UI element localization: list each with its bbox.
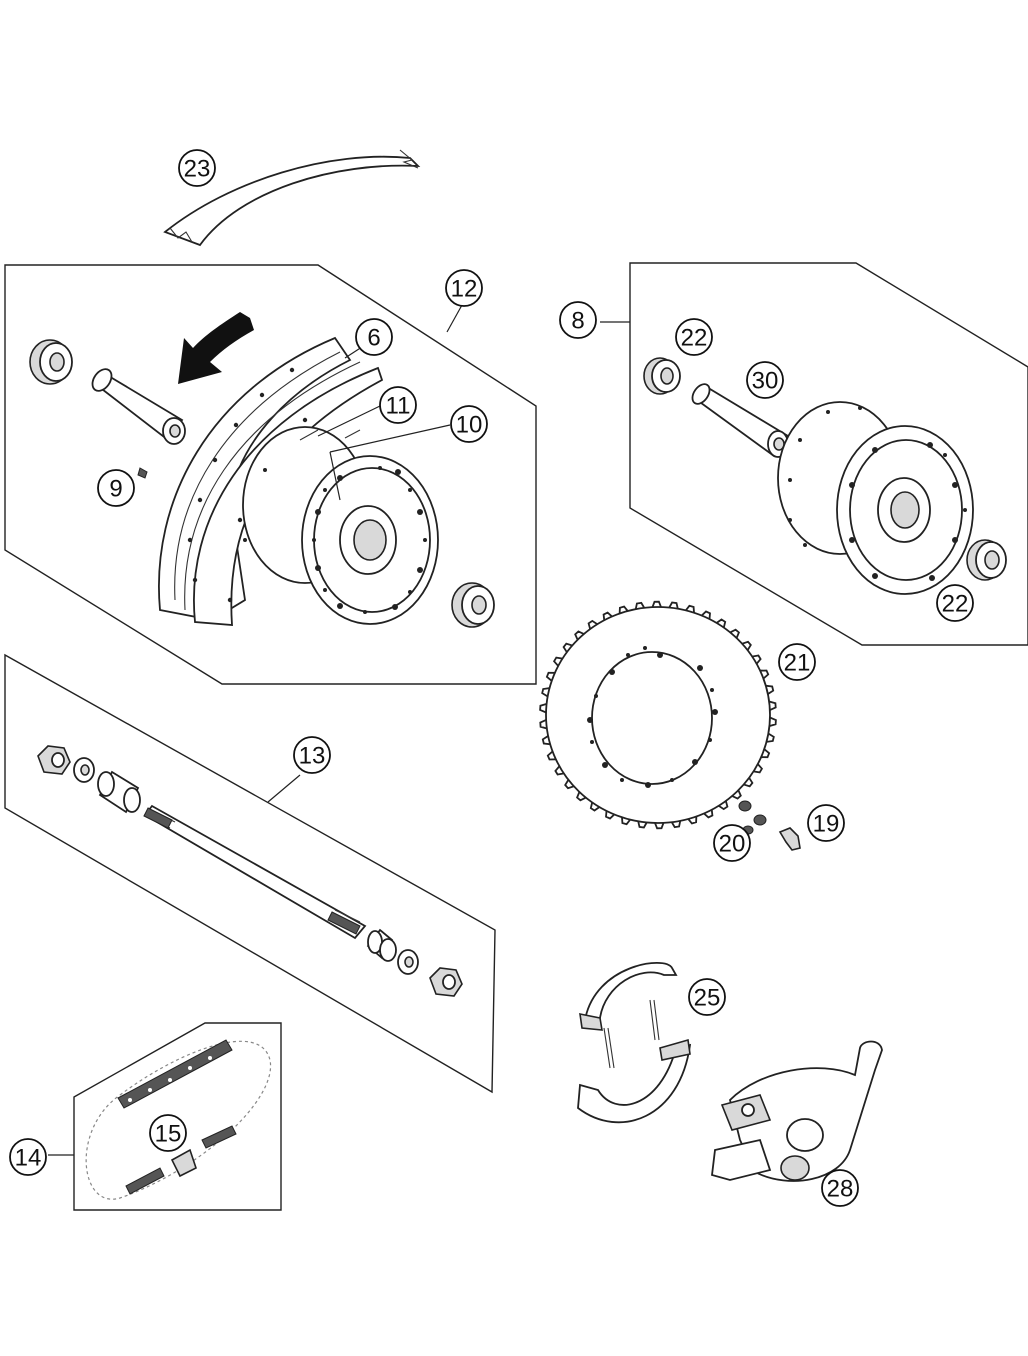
axle-frame xyxy=(4,653,496,1094)
sprocket-bolt xyxy=(778,827,801,851)
callout-11: 11 xyxy=(379,386,417,424)
svg-text:14: 14 xyxy=(15,1145,42,1172)
svg-text:30: 30 xyxy=(752,368,779,395)
callout-15: 15 xyxy=(149,1114,187,1152)
callout-28: 28 xyxy=(821,1169,859,1207)
callout-23: 23 xyxy=(178,149,216,187)
callout-14: 14 xyxy=(9,1138,47,1176)
brake-shoes xyxy=(577,962,692,1124)
svg-text:12: 12 xyxy=(451,276,478,303)
callout-20: 20 xyxy=(713,824,751,862)
svg-text:28: 28 xyxy=(827,1176,854,1203)
svg-text:22: 22 xyxy=(681,325,708,352)
chain-segment-bottom xyxy=(125,1167,165,1195)
master-link xyxy=(170,1148,197,1178)
callout-9: 9 xyxy=(97,469,135,507)
bearing-left xyxy=(29,339,73,385)
svg-text:22: 22 xyxy=(942,591,969,618)
chain-assembly xyxy=(48,1022,282,1211)
svg-text:19: 19 xyxy=(813,811,840,838)
callout-12: 12 xyxy=(445,269,483,307)
axle-nut-left xyxy=(37,745,71,775)
chain-segment-top xyxy=(117,1039,233,1109)
svg-text:23: 23 xyxy=(184,156,211,183)
svg-text:6: 6 xyxy=(367,325,380,352)
spacer-tube xyxy=(91,368,186,445)
front-wheel-assembly xyxy=(4,264,537,685)
svg-text:10: 10 xyxy=(456,412,483,439)
svg-text:11: 11 xyxy=(386,393,411,420)
axle-spacer-right xyxy=(366,928,397,962)
axle-nut-right xyxy=(429,967,463,997)
chain-segment-right xyxy=(201,1125,237,1149)
axle-shaft xyxy=(143,804,367,940)
spoke-nipple xyxy=(137,467,148,479)
chain-frame xyxy=(73,1022,282,1211)
front-hub xyxy=(242,426,439,625)
callout-13: 13 xyxy=(293,736,331,774)
svg-text:15: 15 xyxy=(155,1121,182,1148)
rotation-arrow-icon xyxy=(178,312,254,384)
svg-text:25: 25 xyxy=(694,985,721,1012)
svg-text:9: 9 xyxy=(109,476,122,503)
rear-bearing-left xyxy=(643,357,681,395)
svg-text:21: 21 xyxy=(784,650,811,677)
callout-21: 21 xyxy=(778,643,816,681)
rear-hub-frame xyxy=(629,262,1028,646)
front-wheel-frame xyxy=(4,264,537,685)
axle-spacer-left xyxy=(97,770,141,814)
rear-hub-assembly xyxy=(600,262,1028,646)
callout-19: 19 xyxy=(807,804,845,842)
bearing-right xyxy=(451,582,495,628)
callout-25: 25 xyxy=(688,978,726,1016)
callout-6: 6 xyxy=(355,318,393,356)
callout-30: 30 xyxy=(746,361,784,399)
callout-8: 8 xyxy=(559,301,597,339)
brake-anchor-plate xyxy=(711,1040,883,1182)
rear-hub xyxy=(777,401,974,595)
callout-22b: 22 xyxy=(936,584,974,622)
svg-text:20: 20 xyxy=(719,831,746,858)
svg-text:13: 13 xyxy=(299,743,326,770)
rear-bearing-right xyxy=(966,539,1007,581)
axle-assembly xyxy=(4,653,496,1094)
rim-tape xyxy=(163,149,421,247)
rear-sprocket xyxy=(539,600,777,830)
callout-10: 10 xyxy=(450,405,488,443)
front-rim xyxy=(158,336,384,626)
svg-text:8: 8 xyxy=(571,308,584,335)
callout-22: 22 xyxy=(675,318,713,356)
